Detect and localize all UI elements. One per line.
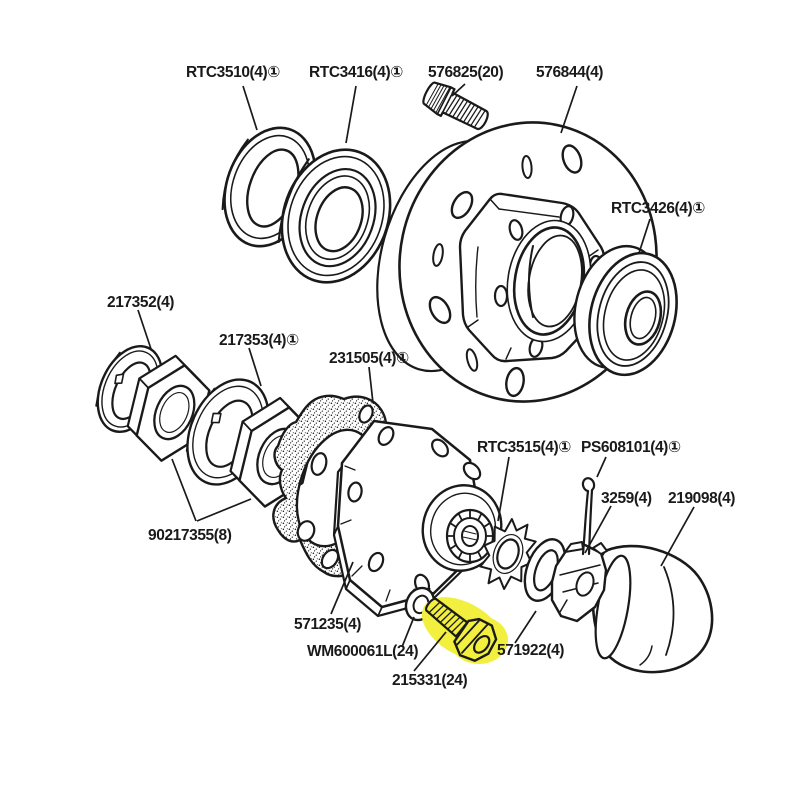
part-label-576844[interactable]: 576844(4) <box>536 64 604 81</box>
part-label-rtc3510[interactable]: RTC3510(4)① <box>186 64 281 81</box>
drive-flange-571235-drawing <box>332 419 503 618</box>
leader-lines <box>137 83 695 672</box>
bolt-215331-highlighted-drawing[interactable] <box>416 586 504 669</box>
part-label-215331[interactable]: 215331(24) <box>392 672 468 689</box>
part-label-ps608101[interactable]: PS608101(4)① <box>581 439 681 456</box>
part-label-wm600061l[interactable]: WM600061L(24) <box>307 643 419 660</box>
dust-cap-219098-drawing <box>591 544 714 674</box>
bearing-rtc3426-drawing <box>573 244 678 377</box>
part-label-217352[interactable]: 217352(4) <box>107 294 175 311</box>
part-label-217353[interactable]: 217353(4)① <box>219 332 299 349</box>
part-label-rtc3416[interactable]: RTC3416(4)① <box>309 64 404 81</box>
part-label-571922[interactable]: 571922(4) <box>497 642 565 659</box>
bearing-rtc3416-drawing <box>277 148 392 284</box>
star-lockwasher-rtc3515-drawing <box>479 518 537 590</box>
part-label-231505[interactable]: 231505(4)① <box>329 350 409 367</box>
split-pin-ps608101-drawing <box>581 477 596 556</box>
wheel-stud-drawing <box>422 81 489 130</box>
part-label-3259[interactable]: 3259(4) <box>601 490 652 507</box>
part-label-rtc3426[interactable]: RTC3426(4)① <box>611 200 706 217</box>
part-label-576825[interactable]: 576825(20) <box>428 64 504 81</box>
part-label-219098[interactable]: 219098(4) <box>668 490 736 507</box>
part-label-rtc3515[interactable]: RTC3515(4)① <box>477 439 572 456</box>
part-label-571235[interactable]: 571235(4) <box>294 616 362 633</box>
part-label-90217355[interactable]: 90217355(8) <box>148 527 232 544</box>
part-labels: RTC3510(4)① RTC3416(4)① 576825(20) 57684… <box>107 64 736 689</box>
castle-nut-3259-drawing <box>550 541 608 623</box>
